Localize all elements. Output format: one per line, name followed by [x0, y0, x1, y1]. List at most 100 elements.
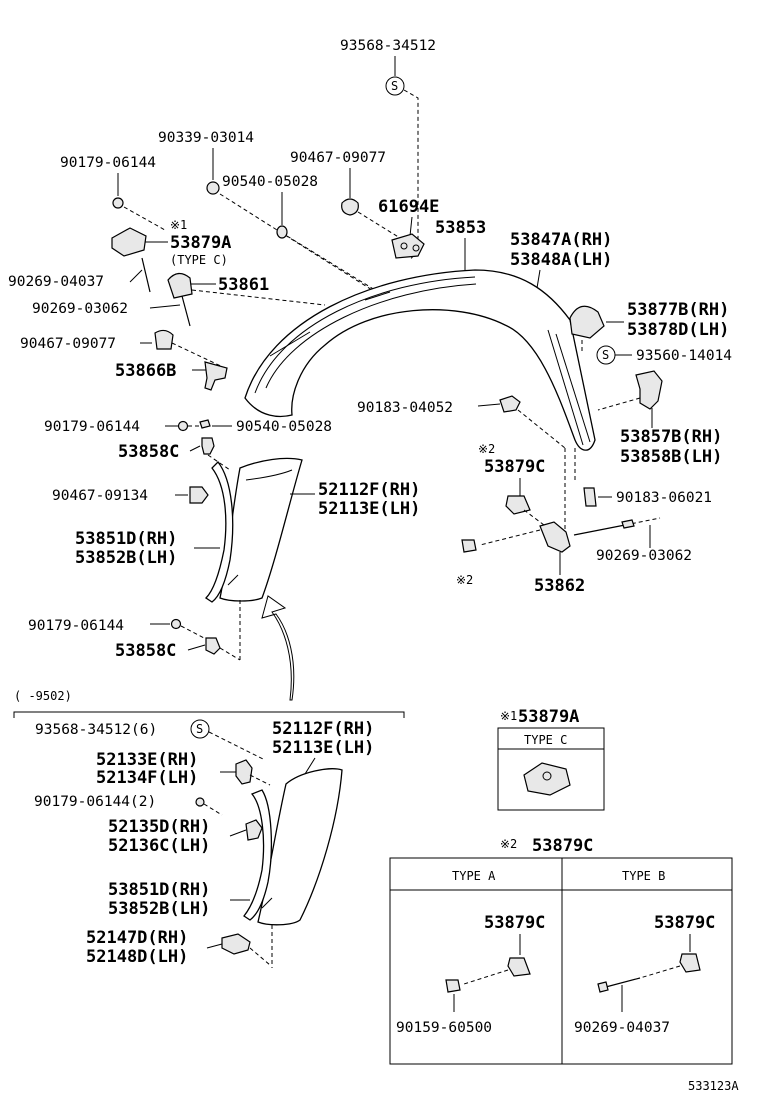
- screw-53862-left: [461, 539, 477, 553]
- symbol-s-right: S: [602, 348, 609, 362]
- label-53858c-b: 53858C: [115, 641, 176, 661]
- label-53852b-b: 53852B(LH): [108, 899, 210, 919]
- label-90269-04037: 90269-04037: [8, 274, 104, 290]
- stud-53858c-a: [201, 437, 215, 455]
- label-53847a: 53847A(RH): [510, 230, 612, 250]
- service-s-icon-top: [385, 76, 405, 96]
- bracket-53857b: [635, 370, 663, 410]
- service-s-icon-bottom: [190, 719, 210, 739]
- label-90179-06144-b: 90179-06144: [44, 419, 140, 435]
- detail-ab-header-b: TYPE B: [622, 869, 665, 883]
- detail-ab-header-a: TYPE A: [452, 869, 496, 883]
- label-52133e: 52133E(RH): [96, 750, 198, 770]
- label-52113e-b: 52113E(LH): [272, 738, 374, 758]
- label-53861: 53861: [218, 275, 269, 295]
- label-52136c: 52136C(LH): [108, 836, 210, 856]
- label-93568-34512-top: 93568-34512: [340, 38, 436, 54]
- symbol-s-top: S: [391, 79, 398, 93]
- label-90269-03062-a: 90269-03062: [32, 301, 128, 317]
- label-52113e-a: 52113E(LH): [318, 499, 420, 519]
- label-52134f: 52134F(LH): [96, 768, 198, 788]
- bracket-53862: [539, 521, 571, 553]
- screw-type-a-illustration: [445, 979, 461, 993]
- label-90269-03062-b: 90269-03062: [596, 548, 692, 564]
- bracket-61694e: [391, 233, 425, 259]
- label-61694e: 61694E: [378, 197, 439, 217]
- label-90179-06144-c: 90179-06144: [28, 618, 124, 634]
- label-52112f-a: 52112F(RH): [318, 480, 420, 500]
- clip-90467-09134: [189, 486, 209, 504]
- clip-52133e: [235, 759, 253, 785]
- nut-53879a: [111, 227, 147, 257]
- nut-90179-a: [112, 197, 124, 209]
- mark-note-2-b: ※2: [456, 573, 473, 587]
- label-53858b: 53858B(LH): [620, 447, 722, 467]
- label-52147d: 52147D(RH): [86, 928, 188, 948]
- label-53851d-b: 53851D(RH): [108, 880, 210, 900]
- nut-90540-b: [199, 419, 211, 429]
- label-90467-09077-b: 90467-09077: [20, 336, 116, 352]
- label-90540-05028-b: 90540-05028: [236, 419, 332, 435]
- detail-c-mark: ※1: [500, 709, 517, 723]
- nut-90179-d: [195, 797, 205, 807]
- label-90179-06144-a: 90179-06144: [60, 155, 156, 171]
- label-53857b: 53857B(RH): [620, 427, 722, 447]
- top-assembly: 93568-34512 S 90339-03014 90179-06144 90…: [8, 38, 732, 701]
- detail-a-part-label: 53879C: [484, 913, 545, 933]
- label-53853: 53853: [435, 218, 486, 238]
- clip-90467-a: [341, 198, 359, 216]
- figure-id: 533123A: [688, 1079, 739, 1093]
- detail-ab-mark: ※2: [500, 837, 517, 851]
- label-53878d: 53878D(LH): [627, 320, 729, 340]
- label-53877b: 53877B(RH): [627, 300, 729, 320]
- label-53851d-a: 53851D(RH): [75, 529, 177, 549]
- assembly-arrow-icon: [261, 595, 295, 701]
- mark-note-2-a: ※2: [478, 442, 495, 456]
- nut-90339: [206, 181, 220, 195]
- clip-52135d: [245, 819, 263, 841]
- clip-53861: [167, 272, 193, 299]
- label-53879c-a: 53879C: [484, 457, 545, 477]
- detail-b-screw-label: 90269-04037: [574, 1020, 670, 1036]
- label-90183-04052: 90183-04052: [357, 400, 453, 416]
- label-53866b: 53866B: [115, 361, 176, 381]
- label-90339-03014: 90339-03014: [158, 130, 254, 146]
- wheel-arch-flare: [244, 269, 596, 451]
- nut-type-c-illustration: [523, 762, 571, 796]
- detail-type-ab: ※2 53879C TYPE A TYPE B 53879C 90159-605…: [389, 836, 733, 1065]
- nut-90540-a: [276, 225, 288, 239]
- label-90183-06021: 90183-06021: [616, 490, 712, 506]
- nut-type-a-illustration: [507, 957, 531, 977]
- nut-type-b-illustration: [679, 953, 701, 973]
- label-52112f-b: 52112F(RH): [272, 719, 374, 739]
- detail-ab-title: 53879C: [532, 836, 593, 856]
- clip-53866b: [204, 361, 228, 391]
- screw-90269-03062-a: [181, 295, 191, 327]
- stud-53858c-b: [205, 637, 221, 655]
- label-53879a: 53879A: [170, 233, 231, 253]
- detail-type-c: ※1 53879A TYPE C: [497, 707, 605, 811]
- label-90467-09134: 90467-09134: [52, 488, 148, 504]
- label-53852b-a: 53852B(LH): [75, 548, 177, 568]
- label-type-c: (TYPE C): [170, 253, 228, 267]
- label-90467-09077-a: 90467-09077: [290, 150, 386, 166]
- label-93560-14014: 93560-14014: [636, 348, 732, 364]
- clip-90183-04052: [499, 395, 521, 413]
- nut-90179-c: [170, 618, 182, 630]
- detail-a-screw-label: 90159-60500: [396, 1020, 492, 1036]
- clip-90467-b: [154, 329, 174, 350]
- clip-52147d: [221, 933, 251, 955]
- nut-53879c-a: [505, 495, 531, 515]
- moulding-53851d-b: [243, 789, 273, 921]
- bracket-53877b: [569, 305, 605, 339]
- detail-b-part-label: 53879C: [654, 913, 715, 933]
- label-52135d: 52135D(RH): [108, 817, 210, 837]
- nut-90179-b: [177, 420, 189, 432]
- moulding-53851d-a: [204, 461, 234, 603]
- label-53848a: 53848A(LH): [510, 250, 612, 270]
- symbol-s-bottom: S: [196, 722, 203, 736]
- label-90540-05028-a: 90540-05028: [222, 174, 318, 190]
- label-52148d: 52148D(LH): [86, 947, 188, 967]
- screw-90269-04037: [141, 257, 151, 293]
